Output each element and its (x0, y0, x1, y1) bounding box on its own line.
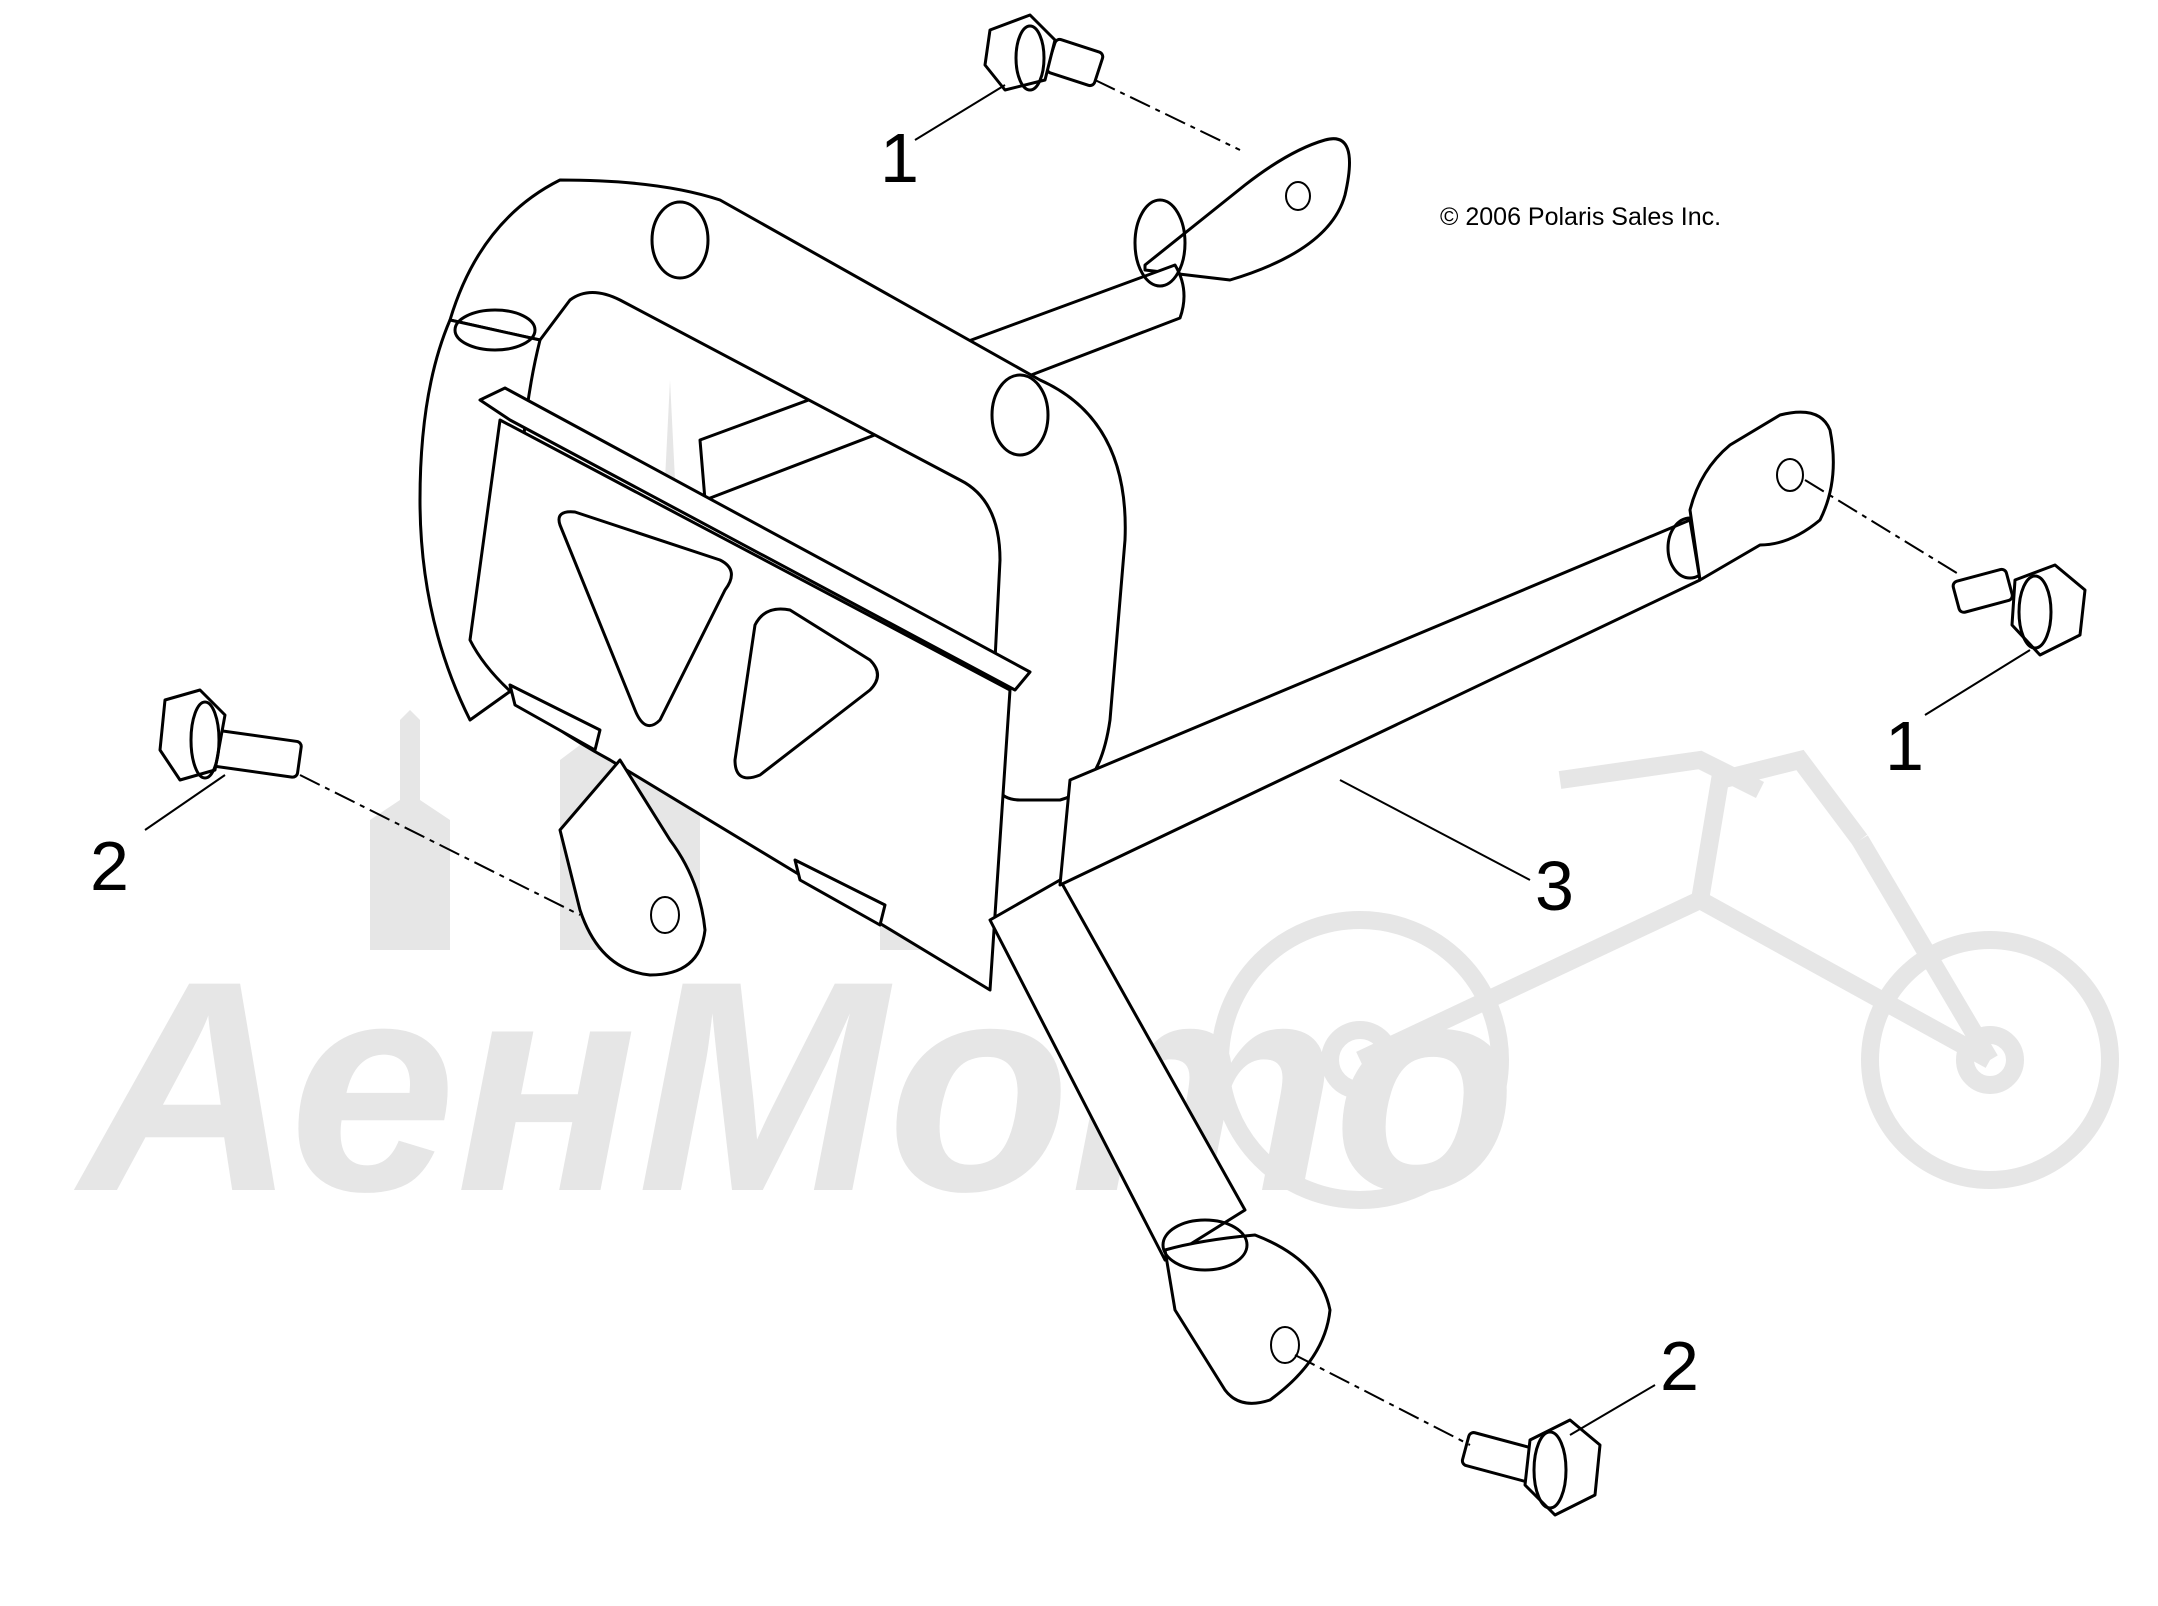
callout-bolt-left: 2 (90, 827, 129, 905)
callout-bumper: 3 (1535, 847, 1574, 925)
callout-bolt-top: 1 (880, 119, 919, 197)
copyright-notice: © 2006 Polaris Sales Inc. (1440, 203, 1721, 231)
bolt-top (983, 13, 1105, 92)
leader-lines (144, 84, 2031, 1436)
bolt-bottom (1460, 1418, 1602, 1517)
callout-bolt-right: 1 (1885, 707, 1924, 785)
bolt-left (158, 688, 303, 782)
watermark-motorcycle (1211, 749, 2119, 1209)
alignment-lines (299, 79, 1961, 1446)
watermark-text: АенМото (71, 918, 1517, 1254)
bolt-right (1951, 563, 2087, 657)
callout-bolt-bottom: 2 (1660, 1327, 1699, 1405)
bumper-guard (418, 137, 1835, 1405)
